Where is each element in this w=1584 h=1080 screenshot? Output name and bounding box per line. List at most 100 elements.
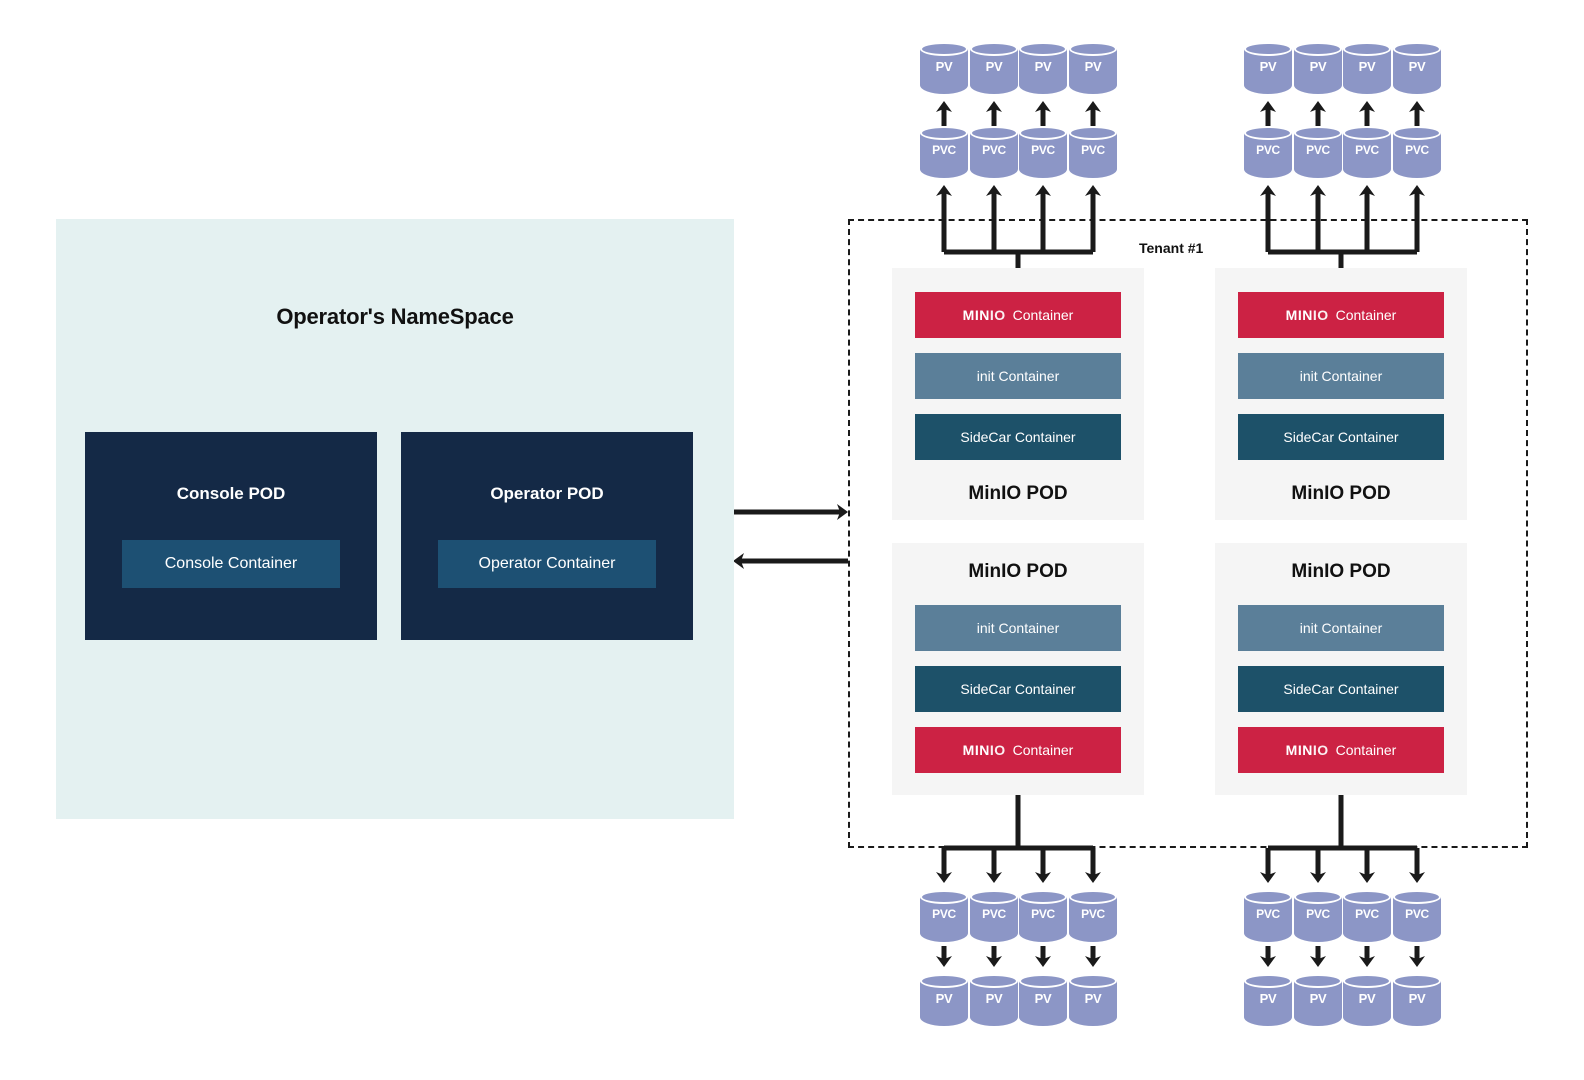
cylinder-top	[1019, 126, 1067, 140]
cylinder-top	[1019, 974, 1067, 988]
init-container[interactable]: init Container	[915, 353, 1121, 399]
pvc-cylinder: PVC	[1019, 126, 1067, 182]
init-container[interactable]: init Container	[915, 605, 1121, 651]
pvc-cylinder: PVC	[920, 126, 968, 182]
pv-cylinder: PV	[1244, 42, 1292, 98]
cylinder-body	[1343, 981, 1391, 1026]
cylinder-label: PVC	[1355, 143, 1379, 157]
init-container[interactable]: init Container	[1238, 605, 1444, 651]
cylinder-body	[1019, 133, 1067, 178]
cylinder-label: PVC	[1306, 143, 1330, 157]
cylinder-top	[1019, 890, 1067, 904]
pvc-cylinder: PVC	[1294, 126, 1342, 182]
pv-cylinder: PV	[1393, 974, 1441, 1030]
cylinder-body	[1019, 49, 1067, 94]
cylinder-body	[1244, 133, 1292, 178]
pvc-cylinder: PVC	[1343, 126, 1391, 182]
operator-pod[interactable]: Operator POD Operator Container	[401, 432, 693, 640]
cylinder-body	[1019, 897, 1067, 942]
minio-pod-bottom-left[interactable]: MinIO POD init Container SideCar Contain…	[892, 543, 1144, 795]
cylinder-body	[970, 49, 1018, 94]
pvc-cylinder: PVC	[1244, 890, 1292, 946]
init-container[interactable]: init Container	[1238, 353, 1444, 399]
pvc-cylinder: PVC	[1294, 890, 1342, 946]
tenant-boundary	[848, 219, 1528, 848]
pv-cylinder: PV	[1343, 974, 1391, 1030]
minio-pod-title: MinIO POD	[968, 561, 1068, 582]
cylinder-label: PVC	[1355, 907, 1379, 921]
pv-cylinder: PV	[1294, 42, 1342, 98]
cylinder-top	[1343, 42, 1391, 56]
cylinder-body	[1393, 897, 1441, 942]
minio-container-label: Container	[1012, 307, 1074, 323]
cylinder-top	[970, 126, 1018, 140]
cylinder-label: PV	[1259, 59, 1277, 74]
cylinder-body	[1343, 49, 1391, 94]
cylinder-label: PV	[1309, 59, 1327, 74]
cylinder-top	[1019, 42, 1067, 56]
cylinder-top	[1069, 890, 1117, 904]
pvc-cylinder: PVC	[970, 126, 1018, 182]
cylinder-body	[1244, 897, 1292, 942]
pv-cylinder: PV	[1294, 974, 1342, 1030]
cylinder-label: PVC	[1081, 143, 1105, 157]
cylinder-top	[1294, 890, 1342, 904]
sidecar-container[interactable]: SideCar Container	[1238, 414, 1444, 460]
cylinder-body	[1069, 133, 1117, 178]
cylinder-body	[1393, 981, 1441, 1026]
sidecar-container[interactable]: SideCar Container	[915, 414, 1121, 460]
cylinder-top	[1244, 42, 1292, 56]
cylinder-body	[1294, 981, 1342, 1026]
cylinder-label: PV	[985, 991, 1003, 1006]
operator-container[interactable]: Operator Container	[438, 540, 656, 588]
cylinder-body	[1294, 49, 1342, 94]
cylinder-label: PV	[1084, 991, 1102, 1006]
cylinder-body	[1019, 981, 1067, 1026]
operator-namespace-panel: Operator's NameSpace Console POD Console…	[56, 219, 734, 819]
console-pod-title: Console POD	[176, 484, 286, 503]
minio-container-label: Container	[1335, 742, 1397, 758]
cylinder-label: PVC	[1256, 907, 1280, 921]
console-container[interactable]: Console Container	[122, 540, 340, 588]
cylinder-label: PVC	[1256, 143, 1280, 157]
cylinder-label: PV	[935, 59, 953, 74]
cylinder-label: PV	[1358, 991, 1376, 1006]
cylinder-body	[920, 133, 968, 178]
cylinder-body	[920, 897, 968, 942]
cylinder-label: PV	[1408, 59, 1426, 74]
minio-pod-title: MinIO POD	[1291, 483, 1391, 504]
pv-cylinder: PV	[1019, 42, 1067, 98]
cylinder-top	[1343, 974, 1391, 988]
cylinder-top	[1069, 42, 1117, 56]
minio-pod-bottom-right[interactable]: MinIO POD init Container SideCar Contain…	[1215, 543, 1467, 795]
cylinder-top	[1393, 890, 1441, 904]
cylinder-top	[920, 126, 968, 140]
cylinder-label: PVC	[932, 907, 956, 921]
cylinder-label: PV	[935, 991, 953, 1006]
cylinder-body	[920, 49, 968, 94]
cylinder-body	[1069, 897, 1117, 942]
console-pod[interactable]: Console POD Console Container	[85, 432, 377, 640]
pv-cylinder: PV	[920, 42, 968, 98]
cylinder-top	[1343, 890, 1391, 904]
cylinder-top	[920, 42, 968, 56]
sidecar-container[interactable]: SideCar Container	[1238, 666, 1444, 712]
cylinder-top	[1244, 974, 1292, 988]
pvc-cylinder: PVC	[1244, 126, 1292, 182]
cylinder-top	[1069, 126, 1117, 140]
cylinder-label: PV	[985, 59, 1003, 74]
cylinder-body	[970, 897, 1018, 942]
sidecar-container[interactable]: SideCar Container	[915, 666, 1121, 712]
pvc-cylinder: PVC	[1393, 890, 1441, 946]
pv-cylinder: PV	[1244, 974, 1292, 1030]
minio-container-label: Container	[1335, 307, 1397, 323]
